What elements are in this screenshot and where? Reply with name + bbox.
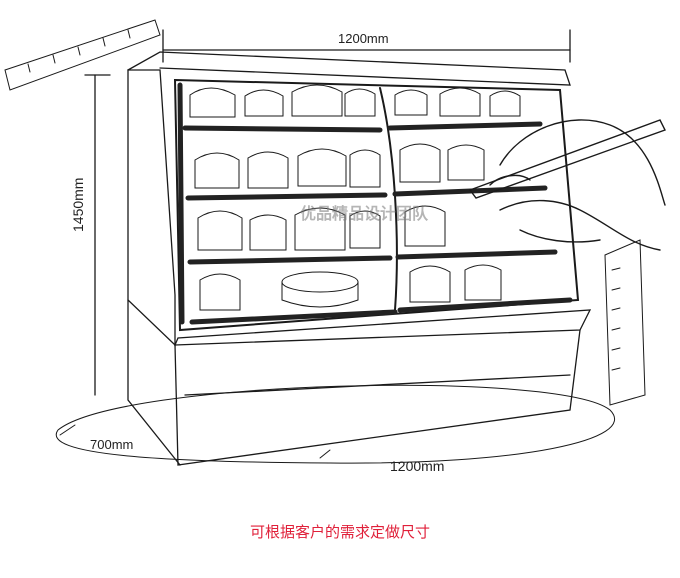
right-ruler [604, 239, 646, 406]
cabinet-top [127, 51, 571, 86]
cakes-row-3 [197, 205, 446, 251]
cabinet-left-side [127, 69, 176, 347]
floor-ellipse [55, 384, 616, 464]
cabinet-base [173, 309, 592, 346]
cakes-row-2 [194, 143, 485, 189]
top-left-ruler [4, 19, 161, 91]
glass-frame [173, 78, 580, 332]
cakes-row-1 [189, 84, 521, 118]
cakes-row-4 [199, 264, 502, 311]
caption: 可根据客户的需求定做尺寸 [249, 523, 430, 541]
height-label: 1450mm [70, 177, 86, 232]
depth-markers [59, 424, 331, 459]
depth-label: 700mm [90, 437, 134, 452]
watermark-text: 优品精品设计团队 [300, 204, 429, 223]
height-dimension-line [84, 74, 111, 396]
top-dimension-line [162, 29, 571, 63]
bottom-width-label: 1200mm [390, 458, 445, 474]
shelves [182, 121, 573, 325]
hand-with-pencil [468, 119, 666, 251]
top-width-label: 1200mm [338, 31, 389, 46]
